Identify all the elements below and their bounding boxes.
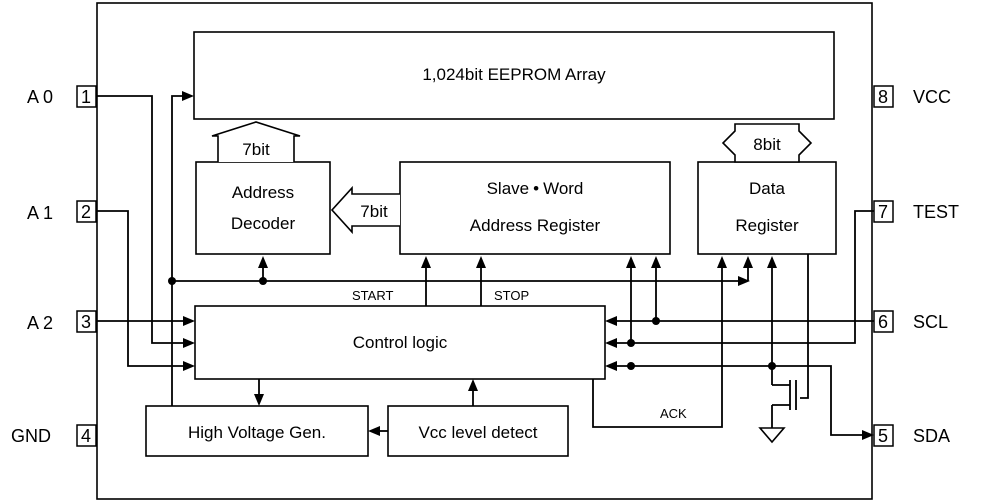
arrow-a0	[183, 338, 195, 348]
wire-sda-in	[615, 365, 864, 436]
pin-vcc-number: 8	[878, 87, 888, 107]
arrow-test	[605, 338, 617, 348]
arrow-scl-to-register	[651, 256, 661, 268]
arrow-ack	[717, 256, 727, 268]
word-label: Word	[543, 179, 583, 198]
pin-gnd-number: 4	[81, 426, 91, 446]
arrow-sda-in	[605, 361, 617, 371]
arrow-vcc-to-hv	[368, 426, 380, 436]
data-register-label-line2: Register	[735, 216, 799, 235]
slave-word-address-register-block: Slave•Word Address Register	[399, 161, 671, 255]
eeprom-array-block: 1,024bit EEPROM Array	[193, 31, 835, 120]
slave-word-separator-dot: •	[533, 179, 539, 198]
arrow-scl	[605, 316, 617, 326]
sda-output-transistor	[771, 366, 797, 428]
bus-7bit-to-eeprom: 7bit	[211, 121, 301, 162]
bus-8bit-bidirectional: 8bit	[721, 123, 813, 163]
arrow-bus-to-dataregister	[738, 276, 750, 286]
arrow-hv-to-eeprom	[182, 91, 194, 101]
arrow-a2	[183, 316, 195, 326]
pin-vcc: 8 VCC	[873, 85, 951, 108]
arrow-stop	[476, 256, 486, 268]
slave-label: Slave	[487, 179, 530, 198]
address-decoder-block: Address Decoder	[195, 161, 331, 255]
arrow-into-dataregister-2	[767, 256, 777, 268]
pin-gnd-box	[76, 424, 97, 447]
pin-a0-name: A 0	[27, 87, 53, 107]
address-decoder-label-line2: Decoder	[231, 214, 296, 233]
eeprom-array-label: 1,024bit EEPROM Array	[422, 65, 606, 84]
control-logic-block: Control logic	[194, 305, 606, 380]
arrow-into-decoder	[258, 256, 268, 268]
pin-a1: A 1 2	[27, 200, 97, 223]
arrow-into-dataregister-1	[743, 256, 753, 268]
ack-label: ACK	[660, 406, 687, 421]
bus-7bit-to-decoder: 7bit	[330, 185, 400, 235]
control-logic-label: Control logic	[353, 333, 448, 352]
vcc-level-detect-block: Vcc level detect	[387, 405, 569, 457]
arrow-start	[421, 256, 431, 268]
vcc-level-detect-label: Vcc level detect	[418, 423, 537, 442]
pin-gnd-name: GND	[11, 426, 51, 446]
wire-ack	[592, 266, 723, 428]
slave-word-label-line1: Slave•Word	[487, 179, 584, 198]
pin-test-name: TEST	[913, 202, 959, 222]
junction-bus-left	[168, 277, 176, 285]
pin-a0-number: 1	[81, 87, 91, 107]
pin-gnd: GND 4	[11, 424, 97, 447]
wire-test	[615, 210, 874, 344]
high-voltage-gen-label: High Voltage Gen.	[188, 423, 326, 442]
pin-sda: 5 SDA	[873, 424, 950, 447]
high-voltage-gen-block: High Voltage Gen.	[145, 405, 369, 457]
pin-sda-name: SDA	[913, 426, 950, 446]
slave-word-label-line2: Address Register	[470, 216, 601, 235]
arrow-vcc-to-cl	[468, 379, 478, 391]
bus-8bit-label: 8bit	[753, 135, 781, 154]
data-register-block: Data Register	[697, 161, 837, 255]
wire-a0	[96, 95, 185, 344]
pin-vcc-box	[873, 85, 894, 108]
arrow-a1	[183, 361, 195, 371]
pin-scl-number: 6	[878, 312, 888, 332]
pin-scl: 6 SCL	[873, 310, 948, 333]
pin-vcc-name: VCC	[913, 87, 951, 107]
arrow-sda-out	[862, 430, 874, 440]
pin-test-number: 7	[878, 202, 888, 222]
pin-sda-box	[873, 424, 894, 447]
junction-sda	[627, 362, 635, 370]
address-decoder-label-line1: Address	[232, 183, 294, 202]
wire-a1	[96, 210, 185, 367]
pin-test: 7 TEST	[873, 200, 959, 223]
stop-label: STOP	[494, 288, 529, 303]
pin-a1-name: A 1	[27, 203, 53, 223]
start-label: START	[352, 288, 393, 303]
arrow-test-to-register	[626, 256, 636, 268]
wire-hv-to-eeprom	[171, 95, 184, 406]
ground-icon	[758, 427, 786, 444]
bus-7bit-side-label: 7bit	[360, 202, 388, 221]
pin-a0: A 0 1	[27, 85, 97, 108]
pin-a2-name: A 2	[27, 313, 53, 333]
pin-a2: A 2 3	[27, 310, 97, 333]
arrow-cl-to-hv	[254, 394, 264, 406]
pin-sda-number: 5	[878, 426, 888, 446]
wire-data-out	[800, 254, 809, 399]
bus-7bit-top-label: 7bit	[242, 140, 270, 159]
data-register-label-line1: Data	[749, 179, 785, 198]
pin-scl-name: SCL	[913, 312, 948, 332]
pin-a2-number: 3	[81, 312, 91, 332]
pin-a1-number: 2	[81, 202, 91, 222]
